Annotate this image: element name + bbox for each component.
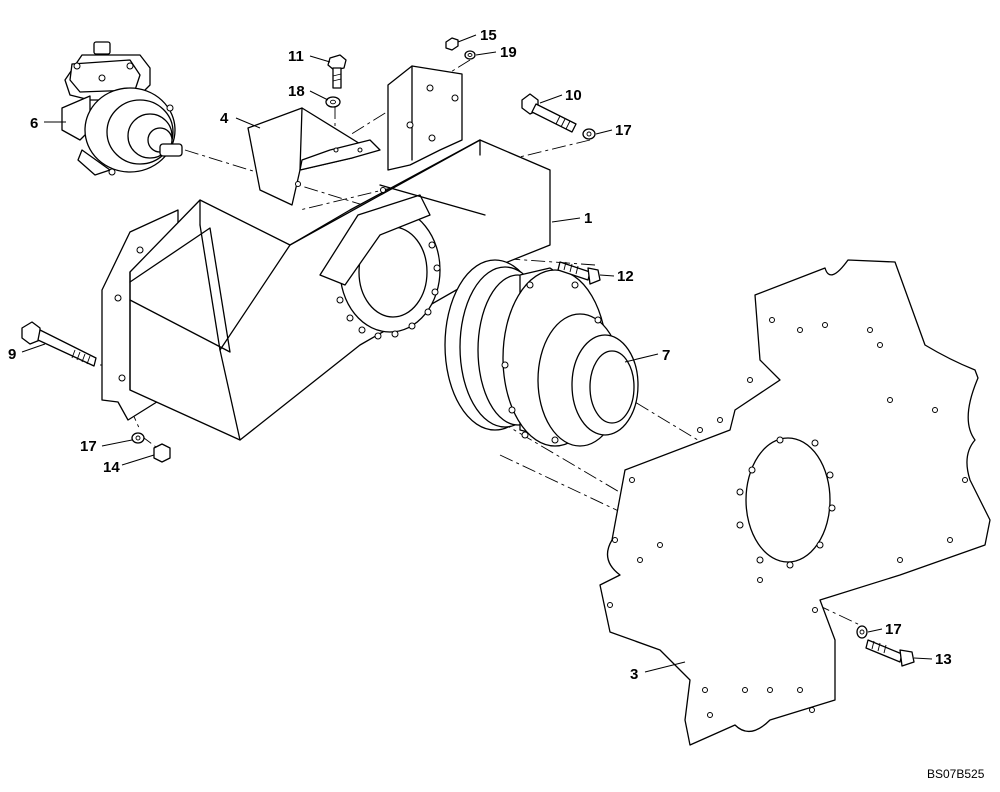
callout-6: 6 xyxy=(30,115,38,132)
plate-part-3 xyxy=(599,259,991,746)
callout-17-upper: 17 xyxy=(615,122,632,139)
plate-holes xyxy=(607,317,968,718)
callout-12: 12 xyxy=(617,268,634,285)
bolt-9 xyxy=(21,321,97,367)
bolt-13 xyxy=(865,639,915,667)
motor-part-6 xyxy=(61,41,183,176)
washer-17-upper xyxy=(582,128,596,140)
callout-1: 1 xyxy=(584,210,592,227)
callout-11: 11 xyxy=(288,48,304,65)
fasteners xyxy=(21,37,915,667)
bore-bolt-holes xyxy=(336,241,441,340)
callout-19: 19 xyxy=(500,44,517,61)
bolt-11 xyxy=(327,54,347,89)
callout-17-plate: 17 xyxy=(885,621,902,638)
callout-14: 14 xyxy=(103,459,120,476)
callout-3: 3 xyxy=(630,666,638,683)
callout-labels: 1 3 4 6 7 9 10 11 12 13 14 15 17 17 17 1… xyxy=(8,27,952,683)
leader-lines xyxy=(21,34,933,673)
callout-18: 18 xyxy=(288,83,305,100)
washer-18 xyxy=(325,96,341,108)
washer-17-plate xyxy=(856,625,868,639)
nut-15 xyxy=(445,37,459,51)
callout-15: 15 xyxy=(480,27,497,44)
bolt-12 xyxy=(557,261,601,285)
callout-17-lower: 17 xyxy=(80,438,97,455)
hub-part-7 xyxy=(444,259,639,447)
callout-7: 7 xyxy=(662,347,670,364)
washer-17-lower xyxy=(131,432,145,444)
callout-9: 9 xyxy=(8,346,16,363)
drawing-reference: BS07B525 xyxy=(927,767,985,781)
washer-19 xyxy=(464,50,476,60)
bolt-10 xyxy=(521,93,577,133)
nut-14 xyxy=(153,443,171,463)
hub-bolt-holes xyxy=(501,281,602,444)
cover-part-4 xyxy=(247,107,381,206)
callout-13: 13 xyxy=(935,651,952,668)
callout-10: 10 xyxy=(565,87,582,104)
callout-4: 4 xyxy=(220,110,229,127)
housing-part-1 xyxy=(101,65,551,441)
